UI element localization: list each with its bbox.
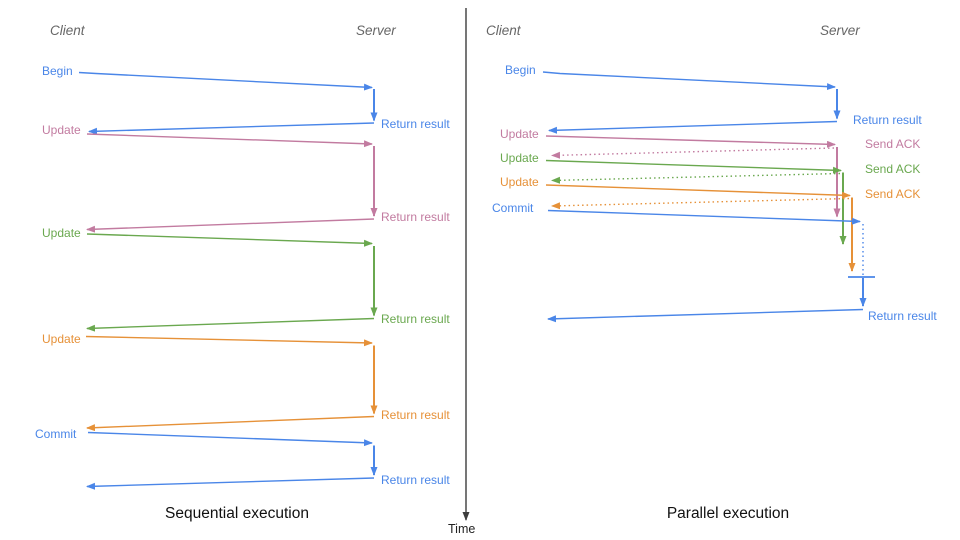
seq-begin-request-arrow: [78, 71, 373, 91]
par-update2-label: Update: [500, 151, 539, 165]
seq-commit-request-arrow: [87, 431, 373, 447]
seq-commit-return-label: Return result: [381, 473, 450, 487]
par-begin-request-arrow: [542, 71, 836, 91]
seq-update2-return-arrow: [86, 317, 375, 332]
par-update1-label: Update: [500, 127, 539, 141]
sequential-execution-title: Sequential execution: [165, 505, 309, 522]
seq-update3-request-arrow: [85, 335, 373, 347]
seq-update3-return-arrow: [86, 415, 375, 432]
par-update3-request-arrow: [545, 184, 851, 199]
seq-update2-label: Update: [42, 226, 81, 240]
par-update3-ack-dotted-arrow: [551, 197, 850, 210]
par-begin-label: Begin: [505, 63, 536, 77]
par-begin-return-label: Return result: [853, 113, 922, 127]
par-update1-ack-label: Send ACK: [865, 137, 921, 151]
par-update3-ack-label: Send ACK: [865, 187, 921, 201]
seq-update1-return-label: Return result: [381, 210, 450, 224]
par-commit-return-arrow: [547, 308, 864, 323]
seq-update1-label: Update: [42, 123, 81, 137]
par-update1-request-arrow: [545, 135, 836, 148]
seq-update3-label: Update: [42, 332, 81, 346]
par-commit-return-label: Return result: [868, 309, 937, 323]
par-update3-label: Update: [500, 175, 539, 189]
seq-commit-label: Commit: [35, 427, 77, 441]
time-axis-label: Time: [448, 522, 476, 536]
par-update1-ack-dotted-arrow: [551, 147, 835, 159]
seq-update1-return-arrow: [86, 218, 375, 233]
seq-commit-return-arrow: [86, 477, 375, 490]
par-update2-ack-dotted-arrow: [551, 172, 841, 184]
par-commit-label: Commit: [492, 201, 534, 215]
par-update2-ack-label: Send ACK: [865, 162, 921, 176]
seq-client-header: Client: [50, 23, 85, 38]
seq-begin-return-arrow: [88, 122, 375, 135]
par-update2-request-arrow: [545, 159, 842, 174]
par-commit-request-arrow: [547, 209, 861, 225]
seq-update2-request-arrow: [86, 233, 373, 247]
seq-update3-return-label: Return result: [381, 408, 450, 422]
parallel-execution-title: Parallel execution: [666, 505, 790, 522]
par-server-header: Server: [820, 23, 860, 38]
seq-update2-return-label: Return result: [381, 312, 450, 326]
par-client-header: Client: [486, 23, 521, 38]
par-begin-return-arrow: [548, 120, 838, 134]
seq-begin-return-label: Return result: [381, 117, 450, 131]
seq-begin-label: Begin: [42, 64, 73, 78]
seq-server-header: Server: [356, 23, 396, 38]
seq-update1-request-arrow: [86, 133, 373, 148]
